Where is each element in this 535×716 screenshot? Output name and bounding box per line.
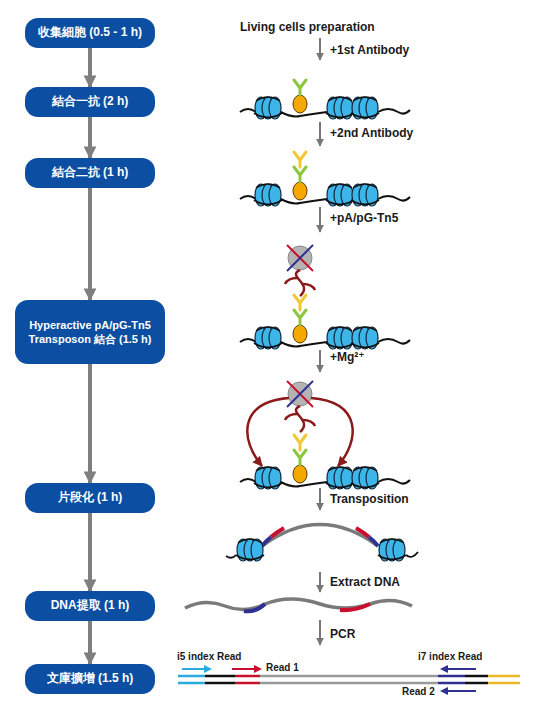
read-arrow-head: [440, 687, 448, 695]
step-text: 文庫擴增 (1.5 h): [47, 671, 134, 687]
flow-arrow: [88, 621, 92, 664]
chromatin: [240, 95, 410, 119]
read-arrow: [232, 668, 256, 670]
adapter-red: [356, 528, 369, 537]
process-box: 結合一抗 (2 h): [25, 87, 155, 117]
primary-antibody: [294, 310, 306, 325]
step-label: i5 index Read: [177, 651, 241, 662]
read-arrow: [182, 668, 206, 670]
nucleosome: [378, 539, 406, 561]
read-arrow-head: [254, 665, 262, 673]
step-label: Transposition: [330, 492, 409, 506]
primary-antibody: [294, 450, 306, 465]
read2-primer: [438, 682, 465, 685]
step-label: +Mg²⁺: [330, 350, 365, 364]
index-segment: [465, 675, 488, 678]
nucleosome: [236, 539, 264, 561]
flow-arrow: [88, 48, 92, 87]
step-text: DNA提取 (1 h): [51, 598, 130, 614]
step-arrow: [319, 350, 321, 372]
process-box: 收集細胞 (0.5 - 1 h): [25, 18, 155, 48]
i5-adapter: [178, 675, 205, 678]
step-label: +1st Antibody: [330, 43, 409, 57]
index-segment: [465, 682, 488, 685]
step-text: 結合二抗 (1 h): [52, 165, 129, 181]
flow-arrow: [88, 117, 92, 158]
read-arrow-head: [440, 665, 448, 673]
read1-primer: [235, 675, 260, 678]
flow-arrow: [88, 513, 92, 591]
dna-strand: [226, 552, 418, 558]
cut-arrow: [311, 398, 353, 466]
flow-arrow: [88, 364, 92, 483]
adapter-red: [340, 604, 370, 610]
process-box: Hyperactive pA/pG-Tn5 Transposon 結合 (1.5…: [15, 300, 165, 364]
step-label: Extract DNA: [330, 575, 400, 589]
i5-adapter: [178, 682, 205, 685]
step-text: 結合一抗 (2 h): [52, 94, 129, 110]
process-box: DNA提取 (1 h): [25, 591, 155, 621]
read-arrow-head: [204, 665, 212, 673]
read-arrow: [446, 690, 476, 692]
chromatin: [240, 182, 410, 206]
read2-primer: [438, 675, 465, 678]
primary-antibody: [294, 167, 306, 182]
step-arrow: [319, 122, 321, 146]
extracted-dna: [185, 599, 412, 610]
secondary-antibody: [294, 435, 306, 450]
read1-primer: [235, 682, 260, 685]
step-label: i7 index Read: [418, 651, 482, 662]
step-text: 片段化 (1 h): [58, 490, 123, 506]
step-label: Read 2: [402, 686, 435, 697]
secondary-antibody: [294, 295, 306, 310]
pa-tn5-complex: [285, 381, 315, 432]
process-box: 結合二抗 (1 h): [25, 158, 155, 188]
secondary-antibody: [294, 152, 306, 167]
i7-adapter: [488, 675, 520, 678]
i7-adapter: [488, 682, 520, 685]
step-arrow: [319, 488, 321, 510]
chromatin: [240, 325, 410, 349]
step-arrow: [319, 572, 321, 592]
step-arrow: [319, 38, 321, 60]
step-label: Living cells preparation: [240, 20, 375, 34]
dna-fragment: [262, 525, 378, 547]
adapter-blue: [262, 537, 271, 546]
cut-arrow: [247, 398, 289, 466]
chromatin: [240, 465, 410, 489]
step-label: +pA/pG-Tn5: [330, 211, 398, 225]
process-box: 片段化 (1 h): [25, 483, 155, 513]
step-text: Hyperactive pA/pG-Tn5 Transposon 結合 (1.5…: [19, 318, 161, 347]
step-text: 收集細胞 (0.5 - 1 h): [38, 25, 142, 41]
adapter-blue: [244, 604, 265, 611]
step-arrow: [319, 620, 321, 645]
step-label: Read 1: [266, 662, 299, 673]
flow-arrow: [88, 188, 92, 300]
insert-dna: [260, 682, 438, 685]
step-arrow: [319, 207, 321, 232]
step-label: PCR: [330, 627, 355, 641]
index-segment: [205, 682, 235, 685]
adapter-blue: [369, 537, 378, 546]
primary-antibody: [294, 80, 306, 95]
pa-tn5-complex: [285, 245, 315, 296]
index-segment: [205, 675, 235, 678]
insert-dna: [260, 675, 438, 678]
read-arrow: [446, 668, 476, 670]
process-box: 文庫擴增 (1.5 h): [25, 664, 155, 694]
adapter-red: [271, 528, 284, 537]
step-label: +2nd Antibody: [330, 126, 413, 140]
